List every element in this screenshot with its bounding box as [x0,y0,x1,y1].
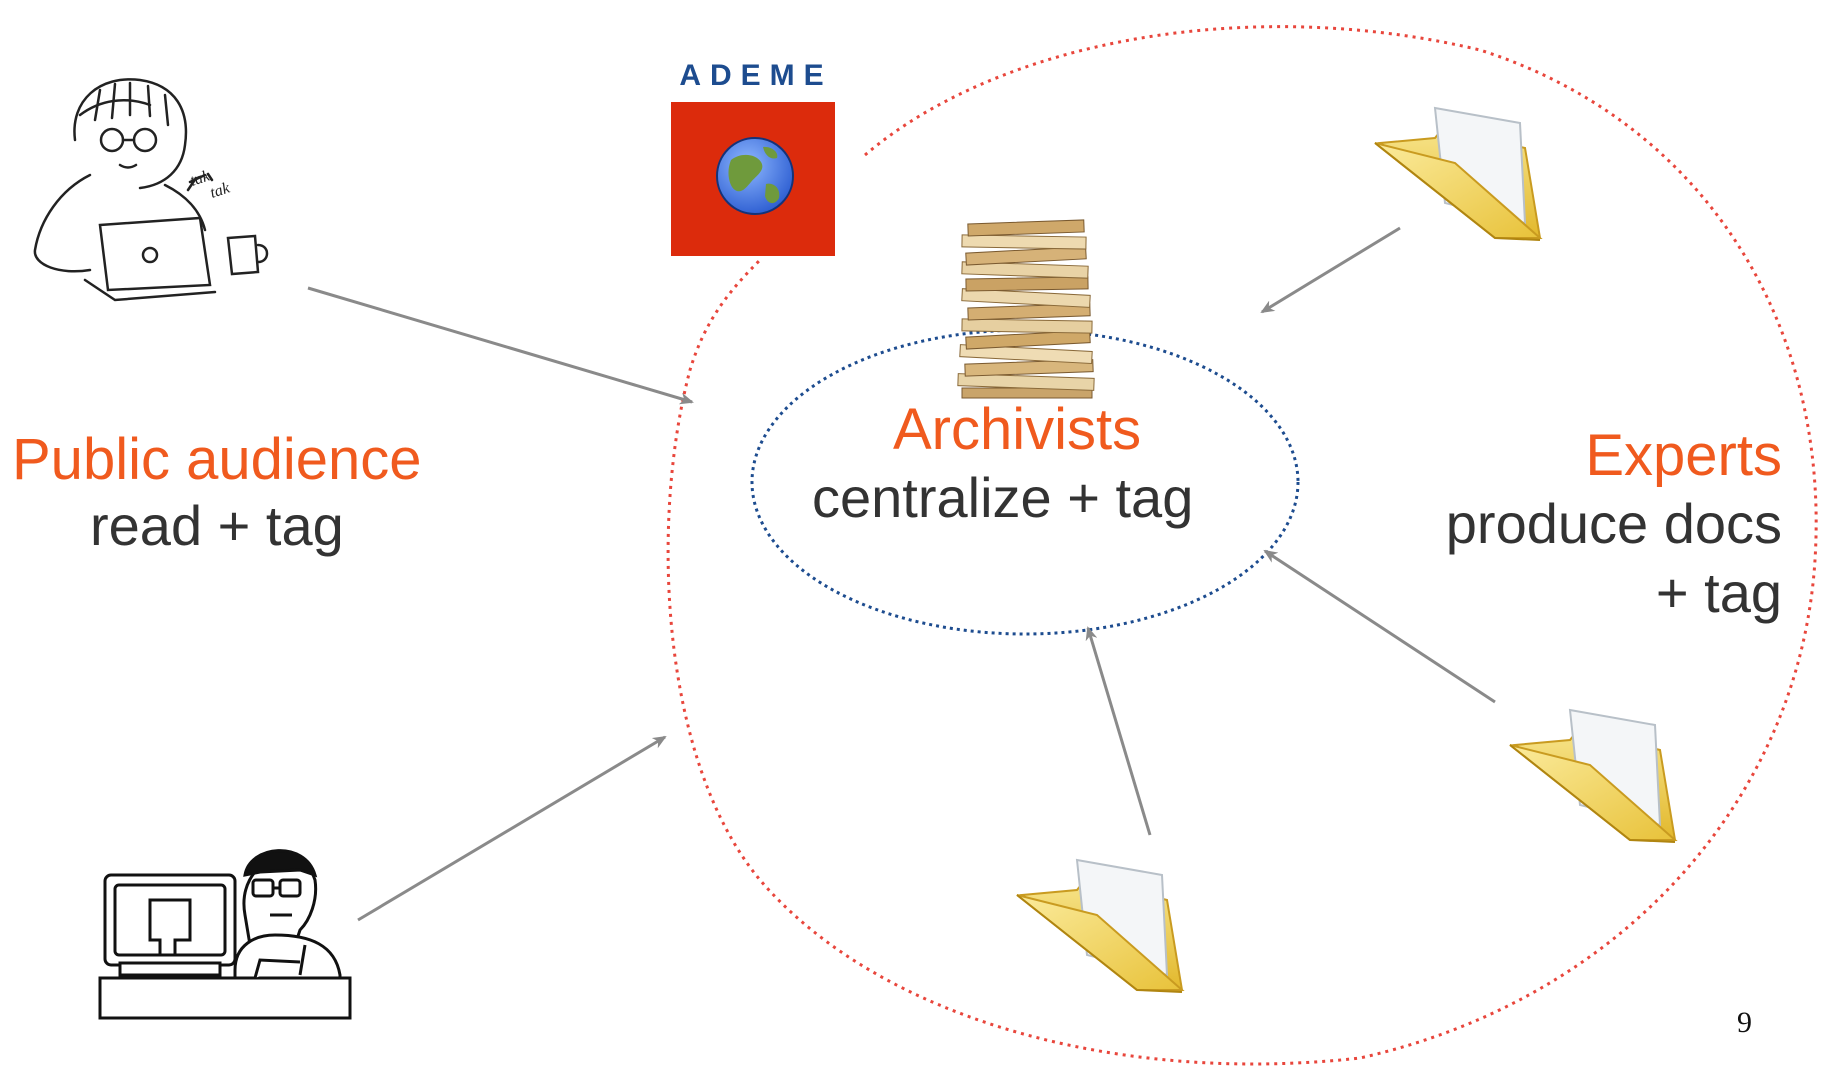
arrow-public-bottom [357,735,667,922]
archivists-subtitle: centralize + tag [812,466,1194,529]
arrow-public-top [307,286,694,405]
archivists-circle [750,328,1300,636]
ademe-logo-text: ADEME [679,59,833,92]
experts-subtitle-line1: produce docs [1445,492,1782,555]
folder-icon [1016,858,1185,993]
sketch-text-2: tak [208,179,233,201]
woman-laptop-illustration [33,78,269,302]
ademe-logo: ADEME [670,58,836,256]
ademe-logo-square [671,102,835,256]
public-audience-subtitle: read + tag [90,494,344,557]
arrow-expert-middle [1263,549,1496,704]
sketch-text-1: tak [188,167,213,189]
page-number: 9 [1737,1006,1752,1039]
arrow-expert-top [1260,226,1401,314]
experts-subtitle-line2: + tag [1655,561,1782,624]
archivists-title: Archivists [893,397,1142,462]
globe-icon [716,137,794,215]
arrow-expert-bottom [1085,626,1152,836]
paper-stack-icon [957,219,1095,399]
experts-title: Experts [1585,423,1782,488]
folder-icon [1374,106,1543,241]
man-computer-illustration [98,849,352,1020]
public-audience-title: Public audience [12,427,422,492]
folder-icon [1509,708,1678,843]
